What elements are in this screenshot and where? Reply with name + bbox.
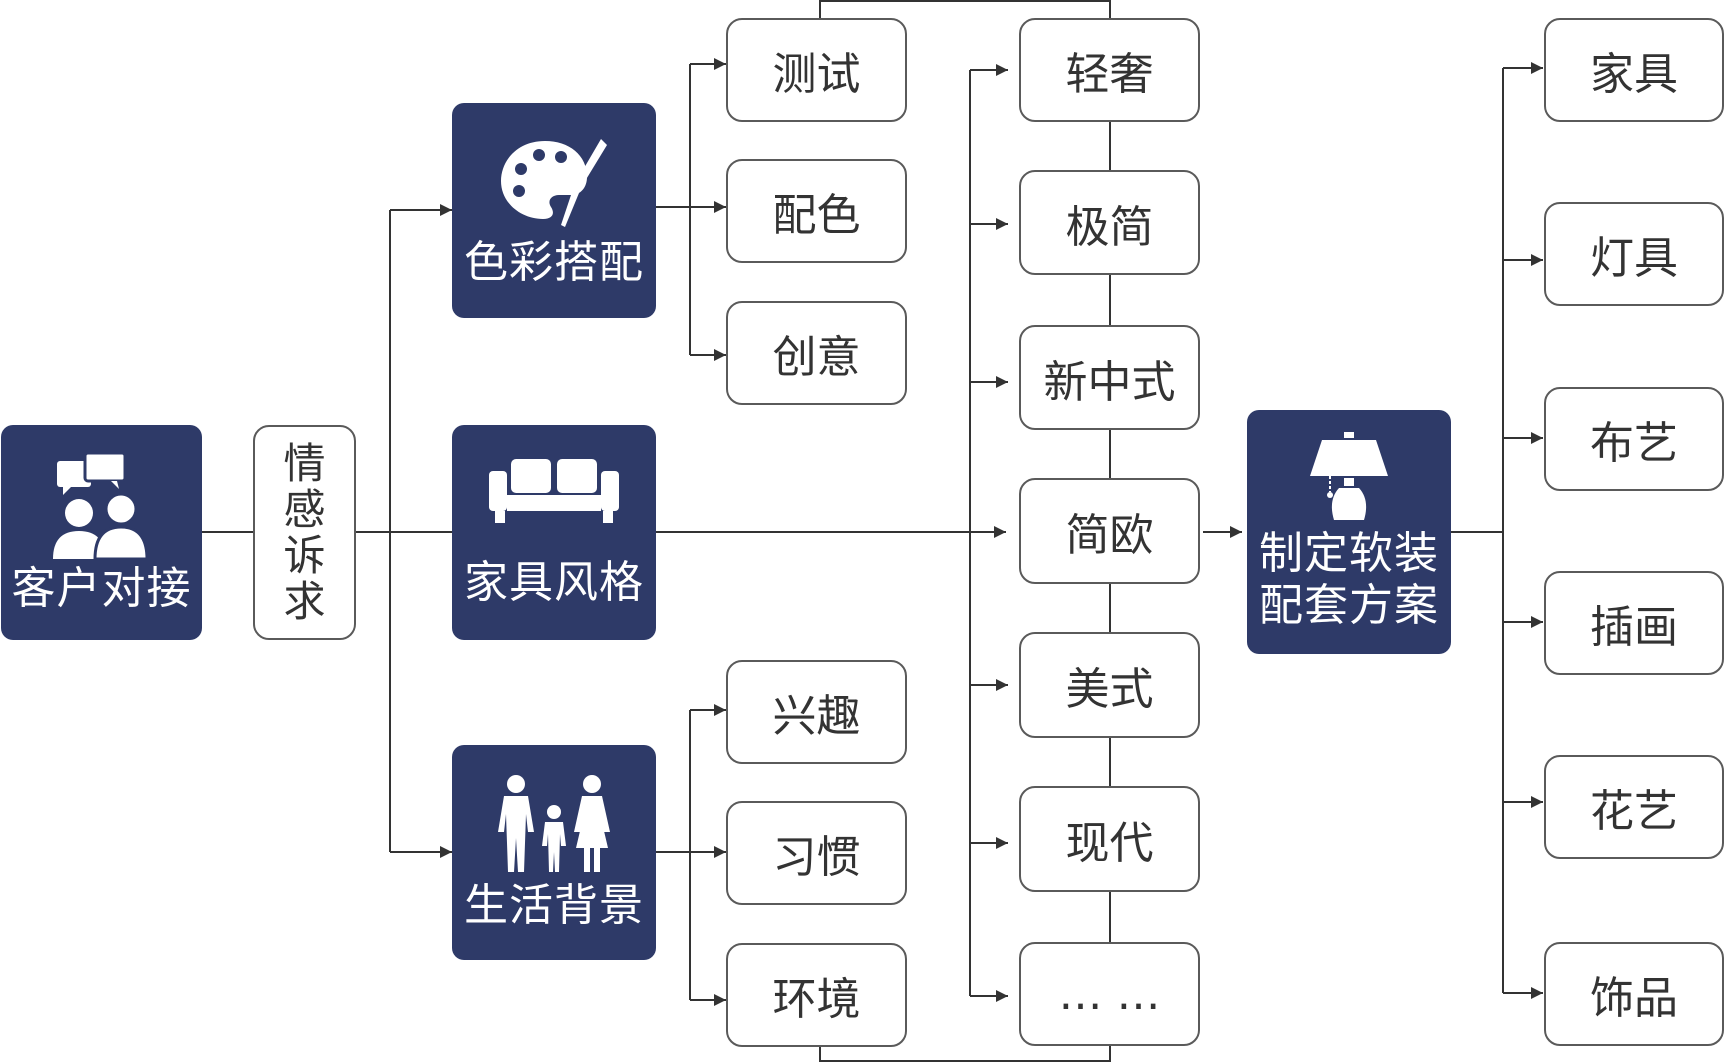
color-item-box: 测试 bbox=[726, 18, 907, 122]
furniture-style-node: 家具风格 bbox=[452, 425, 656, 640]
output-box: 家具 bbox=[1544, 18, 1724, 122]
appeal-char-2: 感 bbox=[283, 484, 326, 534]
life-item-box: 兴趣 bbox=[726, 660, 907, 764]
family-icon bbox=[498, 774, 610, 872]
style-box: 美式 bbox=[1019, 632, 1200, 738]
customer-node: 客户对接 bbox=[1, 425, 202, 640]
style-box: 现代 bbox=[1019, 786, 1200, 892]
output-box: 饰品 bbox=[1544, 942, 1724, 1046]
style-box: 极简 bbox=[1019, 170, 1200, 275]
life-background-label: 生活背景 bbox=[464, 879, 644, 931]
life-background-node: 生活背景 bbox=[452, 745, 656, 960]
appeal-char-3: 诉 bbox=[283, 530, 326, 580]
style-box: 新中式 bbox=[1019, 325, 1200, 430]
appeal-char-1: 情 bbox=[283, 438, 326, 488]
customer-label: 客户对接 bbox=[11, 562, 192, 614]
plan-label-line1: 制定软装 bbox=[1259, 528, 1439, 579]
plan-node: 制定软装 配套方案 bbox=[1247, 410, 1451, 654]
life-item-box: 环境 bbox=[726, 943, 907, 1047]
output-box: 灯具 bbox=[1544, 202, 1724, 306]
style-box: … … bbox=[1019, 942, 1200, 1046]
life-item-box: 习惯 bbox=[726, 801, 907, 905]
table-lamp-icon bbox=[1310, 432, 1388, 520]
color-item-box: 创意 bbox=[726, 301, 907, 405]
color-matching-node: 色彩搭配 bbox=[452, 103, 656, 318]
furniture-style-label: 家具风格 bbox=[464, 556, 644, 608]
people-chat-icon bbox=[52, 451, 149, 560]
output-box: 花艺 bbox=[1544, 755, 1724, 859]
style-box: 轻奢 bbox=[1019, 18, 1200, 122]
output-box: 插画 bbox=[1544, 571, 1724, 675]
output-box: 布艺 bbox=[1544, 387, 1724, 491]
color-matching-label: 色彩搭配 bbox=[464, 236, 644, 288]
sofa-icon bbox=[489, 458, 619, 523]
palette-brush-icon bbox=[501, 138, 607, 227]
appeal-char-4: 求 bbox=[283, 576, 326, 626]
plan-label-line2: 配套方案 bbox=[1259, 580, 1439, 631]
style-box: 简欧 bbox=[1019, 478, 1200, 584]
color-item-box: 配色 bbox=[726, 159, 907, 263]
appeal-node: 情 感 诉 求 bbox=[253, 425, 356, 640]
